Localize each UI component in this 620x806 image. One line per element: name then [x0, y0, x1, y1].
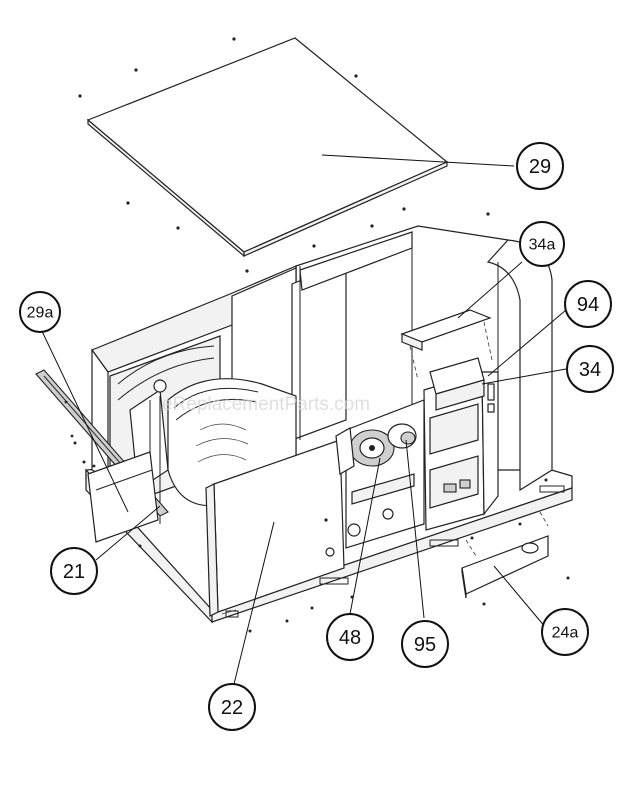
base-screws — [73, 441, 354, 633]
cover-plate — [461, 478, 570, 606]
callout-label-95: 95 — [414, 634, 436, 656]
callout-29: 29 — [516, 142, 564, 190]
divider-bracket — [400, 309, 493, 381]
watermark-text: eReplacementParts.com — [162, 394, 370, 415]
pressure-switch — [387, 423, 417, 449]
callout-48: 48 — [326, 613, 374, 661]
callout-34: 34 — [566, 345, 614, 393]
callout-21: 21 — [50, 547, 98, 595]
callout-label-34: 34 — [579, 359, 601, 381]
leader-lines — [39, 154, 567, 685]
callout-label-29: 29 — [529, 156, 551, 178]
top-cover-panel — [86, 37, 449, 258]
left-channel — [87, 451, 159, 543]
callout-22: 22 — [208, 683, 256, 731]
inducer-motor — [335, 427, 395, 475]
callout-95: 95 — [401, 620, 449, 668]
callout-94: 94 — [564, 280, 612, 328]
cover-screws — [78, 37, 490, 273]
callout-label-48: 48 — [339, 627, 361, 649]
callout-label-22: 22 — [221, 697, 243, 719]
callout-24a: 24a — [541, 608, 589, 656]
access-panel — [205, 439, 345, 617]
heat-section — [423, 371, 499, 531]
callout-label-34a: 34a — [529, 237, 556, 254]
callout-29a: 29a — [19, 291, 61, 333]
control-bracket — [429, 357, 485, 411]
callout-label-29a: 29a — [27, 305, 54, 322]
callout-label-24a: 24a — [552, 625, 579, 642]
callout-label-21: 21 — [63, 561, 85, 583]
callout-label-94: 94 — [577, 294, 599, 316]
callout-34a: 34a — [519, 221, 565, 267]
